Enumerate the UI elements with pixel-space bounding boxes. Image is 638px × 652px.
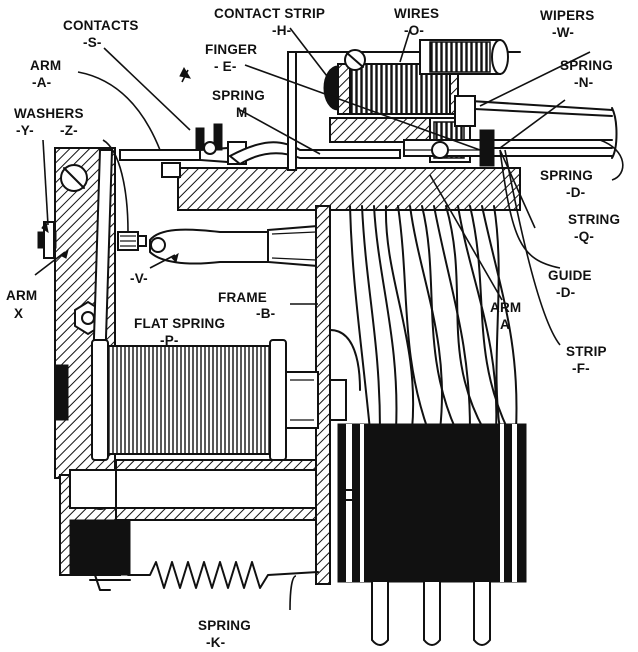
label-flat-spring: FLAT SPRING -P- xyxy=(134,316,225,348)
washer-y xyxy=(37,221,57,259)
label-washers-name: WASHERS xyxy=(14,106,84,121)
label-frame-name: FRAME xyxy=(218,290,267,305)
wire-bundle xyxy=(329,205,518,431)
label-spring-k-code: -K- xyxy=(206,635,225,650)
label-arm-a-right-name: ARM xyxy=(490,300,521,315)
label-wires-code: -O- xyxy=(404,23,424,38)
label-string-q-code: -Q- xyxy=(574,229,594,244)
label-frame-code: -B- xyxy=(256,306,275,321)
label-finger-name: FINGER xyxy=(205,42,257,57)
label-spring-n-name: SPRING xyxy=(560,58,613,73)
label-washers-code-y: -Y- xyxy=(16,123,34,138)
label-arm-a-top: ARM -A- xyxy=(30,58,61,90)
label-wipers-name: WIPERS xyxy=(540,8,594,23)
label-spring-n-code: -N- xyxy=(574,75,593,90)
label-strip-f: STRIP -F- xyxy=(566,344,607,376)
arm-a-strip xyxy=(119,141,247,165)
label-guide-d-code: -D- xyxy=(556,285,575,300)
armature-base xyxy=(69,459,317,521)
wipers-w xyxy=(454,95,613,127)
label-wipers: WIPERS -W- xyxy=(540,8,594,40)
label-v-code: -V- xyxy=(130,271,148,286)
label-spring-d-code: -D- xyxy=(566,185,585,200)
top-plate xyxy=(161,162,521,211)
label-spring-k-name: SPRING xyxy=(198,618,251,633)
arrow-marks xyxy=(41,66,192,263)
label-guide-d-name: GUIDE xyxy=(548,268,592,283)
top-left-screw xyxy=(60,164,88,192)
label-spring-k: SPRING -K- xyxy=(198,618,251,650)
label-arm-a-right: ARM A xyxy=(490,300,521,332)
label-arm-x-code: X xyxy=(14,306,23,321)
coil xyxy=(91,339,319,461)
leader-lines xyxy=(34,27,624,611)
label-arm-a-top-code: -A- xyxy=(32,75,51,90)
label-contact-strip: CONTACT STRIP -H- xyxy=(214,6,325,38)
label-v: -V- xyxy=(130,271,148,286)
label-contact-strip-name: CONTACT STRIP xyxy=(214,6,325,21)
label-string-q: STRING -Q- xyxy=(568,212,620,244)
spring-m xyxy=(228,141,401,166)
label-arm-a-right-code: A xyxy=(500,317,510,332)
label-string-q-name: STRING xyxy=(568,212,620,227)
label-guide-d: GUIDE -D- xyxy=(548,268,592,300)
label-arm-x-name: ARM xyxy=(6,288,37,303)
label-wires: WIRES -O- xyxy=(394,6,439,38)
label-spring-d-name: SPRING xyxy=(540,168,593,183)
label-contacts-code: -S- xyxy=(83,35,102,50)
contacts-s xyxy=(195,123,223,155)
label-strip-f-code: -F- xyxy=(572,361,590,376)
label-wipers-code: -W- xyxy=(552,25,574,40)
label-flat-spring-name: FLAT SPRING xyxy=(134,316,225,331)
spring-k xyxy=(89,561,319,591)
label-spring-n: SPRING -N- xyxy=(560,58,613,90)
label-flat-spring-code: -P- xyxy=(160,333,179,348)
label-washers: WASHERS -Y- -Z- xyxy=(14,106,84,138)
label-spring-m: SPRING M xyxy=(212,88,265,120)
lever-v xyxy=(149,224,319,268)
label-spring-m-code: M xyxy=(236,105,247,120)
label-arm-x: ARM X xyxy=(6,288,37,321)
wires-o xyxy=(419,39,509,75)
label-contacts: CONTACTS -S- xyxy=(63,18,139,50)
label-spring-m-name: SPRING xyxy=(212,88,265,103)
label-contact-strip-code: -H- xyxy=(272,23,291,38)
label-contacts-name: CONTACTS xyxy=(63,18,139,33)
label-spring-d: SPRING -D- xyxy=(540,168,593,200)
label-frame: FRAME -B- xyxy=(218,290,275,321)
label-arm-a-top-name: ARM xyxy=(30,58,61,73)
label-finger-code: - E- xyxy=(214,59,237,74)
washer-z xyxy=(117,231,147,251)
plug-pins xyxy=(371,582,491,646)
label-strip-f-name: STRIP xyxy=(566,344,607,359)
label-wires-name: WIRES xyxy=(394,6,439,21)
label-finger: FINGER - E- xyxy=(205,42,257,74)
label-washers-code-z: -Z- xyxy=(60,123,78,138)
